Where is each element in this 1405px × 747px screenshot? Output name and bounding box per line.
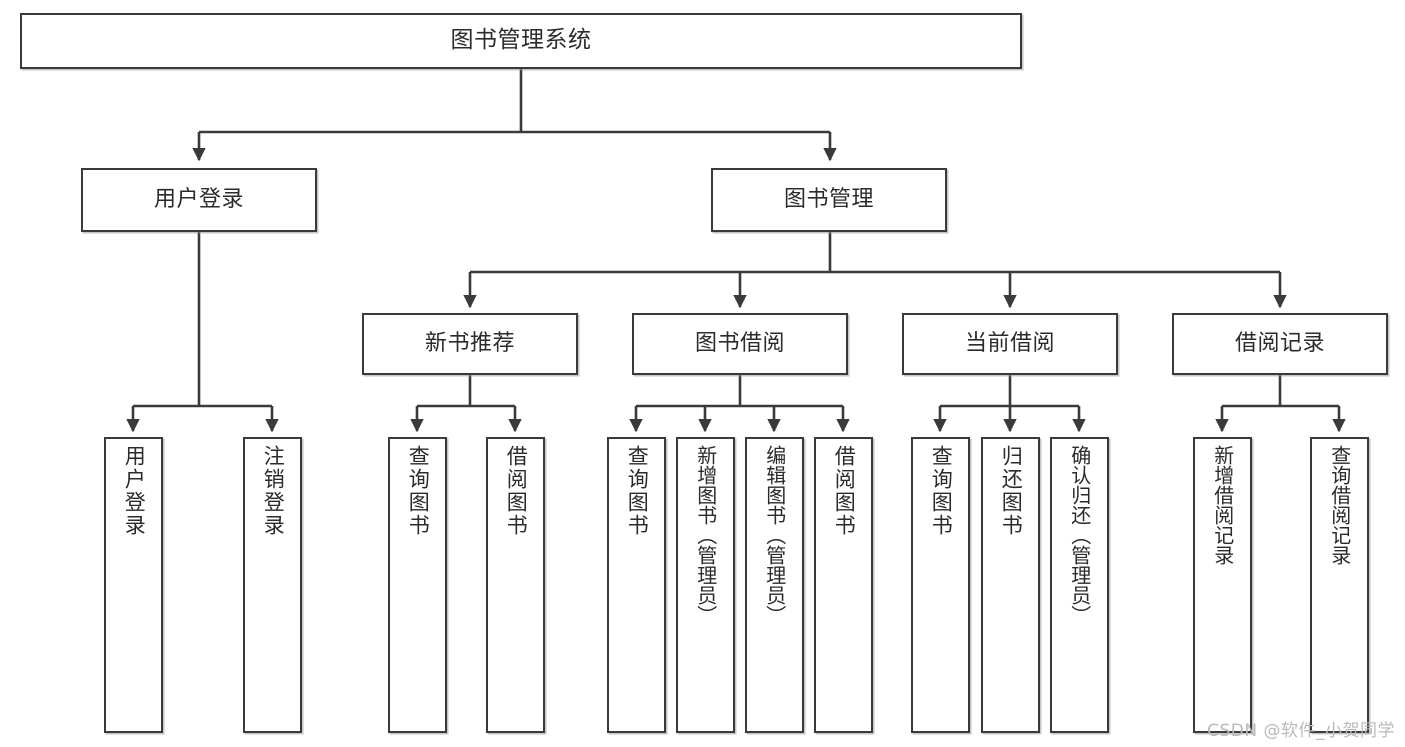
leaf-edit-book[interactable]: 编辑图书（管理员） <box>745 437 804 733</box>
leaf-query-book-recommend[interactable]: 查询图书 <box>388 437 447 733</box>
node-label: 归还图书 <box>999 445 1024 537</box>
leaf-borrow-book[interactable]: 借阅图书 <box>814 437 873 733</box>
node-book-borrow[interactable]: 图书借阅 <box>632 313 848 375</box>
node-label: 新增图书（管理员） <box>693 445 718 625</box>
leaf-logout[interactable]: 注销登录 <box>243 437 302 733</box>
node-label: 查询图书 <box>929 445 954 537</box>
node-label: 查询图书 <box>625 445 650 537</box>
leaf-borrow-book-recommend[interactable]: 借阅图书 <box>486 437 545 733</box>
node-label: 确认归还（管理员） <box>1067 445 1092 625</box>
node-label: 当前借阅 <box>964 331 1055 357</box>
node-label: 查询图书 <box>406 445 431 537</box>
node-label: 用户登录 <box>122 445 147 537</box>
node-label: 新增借阅记录 <box>1210 445 1235 565</box>
leaf-query-borrow-record[interactable]: 查询借阅记录 <box>1310 437 1369 733</box>
node-label: 查询借阅记录 <box>1327 445 1352 565</box>
node-label: 图书管理系统 <box>450 27 592 54</box>
node-label: 编辑图书（管理员） <box>762 445 787 625</box>
node-current-borrow[interactable]: 当前借阅 <box>902 313 1118 375</box>
node-borrow-record[interactable]: 借阅记录 <box>1172 313 1388 375</box>
leaf-query-book-borrow[interactable]: 查询图书 <box>607 437 666 733</box>
node-label: 借阅记录 <box>1234 331 1325 357</box>
node-root-system[interactable]: 图书管理系统 <box>20 13 1022 69</box>
node-label: 借阅图书 <box>832 445 857 537</box>
node-label: 新书推荐 <box>424 331 515 357</box>
node-user-login[interactable]: 用户登录 <box>81 168 317 232</box>
leaf-return-book[interactable]: 归还图书 <box>981 437 1040 733</box>
leaf-confirm-return[interactable]: 确认归还（管理员） <box>1050 437 1109 733</box>
csdn-watermark: CSDN @软件_小贺同学 <box>1207 721 1395 741</box>
leaf-query-book-current[interactable]: 查询图书 <box>911 437 970 733</box>
leaf-add-borrow-record[interactable]: 新增借阅记录 <box>1193 437 1252 733</box>
leaf-user-login[interactable]: 用户登录 <box>104 437 163 733</box>
node-book-manage[interactable]: 图书管理 <box>711 168 947 232</box>
node-label: 图书管理 <box>783 187 874 213</box>
node-new-book-recommend[interactable]: 新书推荐 <box>362 313 578 375</box>
node-label: 注销登录 <box>261 445 286 537</box>
node-label: 借阅图书 <box>504 445 529 537</box>
node-label: 图书借阅 <box>694 331 785 357</box>
leaf-add-book[interactable]: 新增图书（管理员） <box>676 437 735 733</box>
node-label: 用户登录 <box>153 187 244 213</box>
